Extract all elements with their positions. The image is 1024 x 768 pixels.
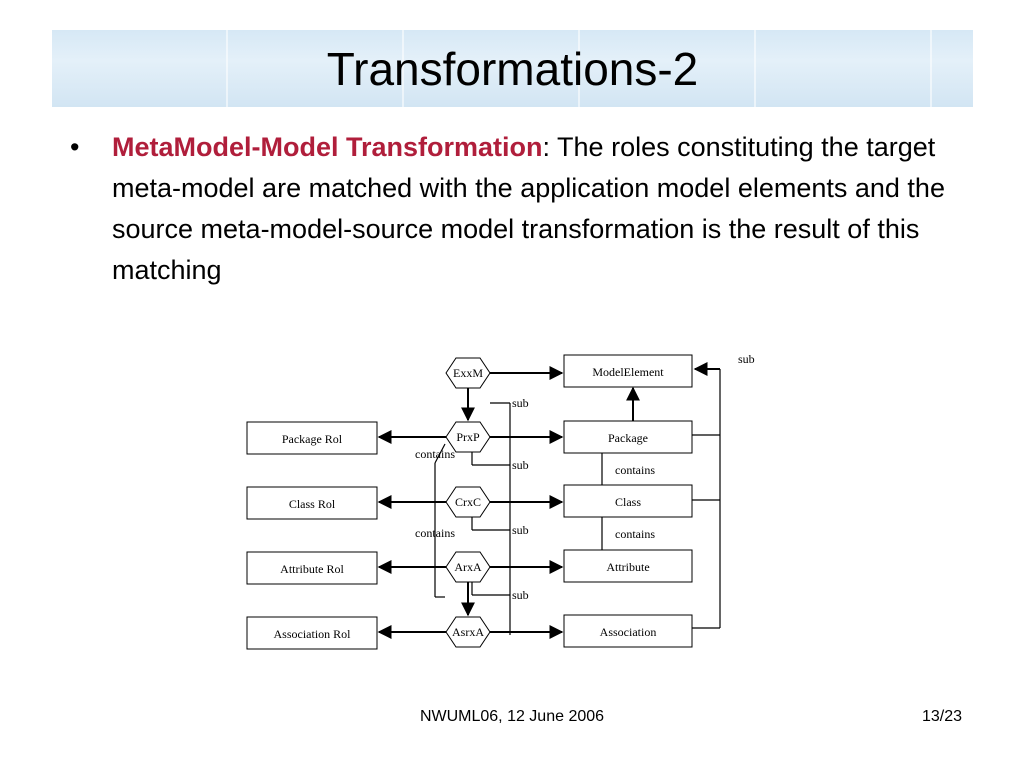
page-number: 13/23	[921, 708, 962, 725]
bullet-term: MetaModel-Model Transformation	[112, 132, 543, 162]
model-label: Class	[615, 495, 641, 509]
hex-label: AsrxA	[452, 625, 484, 639]
transformation-diagram: Package Rol Class Rol Attribute Rol Asso…	[246, 352, 755, 650]
bullet-point: • MetaModel-Model Transformation: The ro…	[70, 127, 970, 291]
connector-lines	[434, 369, 721, 635]
role-box	[246, 616, 378, 650]
role-label: Class Rol	[289, 497, 336, 511]
model-box	[563, 484, 693, 518]
model-box	[563, 354, 693, 388]
sub-label: sub	[738, 352, 755, 366]
contains-label: contains	[415, 447, 455, 461]
role-box	[246, 551, 378, 585]
bullet-text: : The roles constituting the target meta…	[112, 132, 945, 285]
edge-labels: sub sub sub sub sub contains contains co…	[415, 352, 755, 602]
model-box	[563, 420, 693, 454]
hex-label: CrxC	[455, 495, 481, 509]
hex-label: PrxP	[456, 430, 480, 444]
role-label: Attribute Rol	[280, 562, 344, 576]
mapping-arrows	[377, 366, 564, 639]
role-box	[246, 421, 378, 455]
hex-label: ArxA	[454, 560, 482, 574]
model-box	[563, 614, 693, 648]
role-box	[246, 486, 378, 520]
role-label: Association Rol	[274, 627, 352, 641]
bullet-marker: •	[70, 132, 80, 162]
model-label: Association	[600, 625, 657, 639]
model-boxes: ModelElement Package Class Attribute Ass…	[563, 354, 693, 648]
contains-label: contains	[615, 463, 655, 477]
model-label: Attribute	[606, 560, 649, 574]
slide-title: Transformations-2	[326, 42, 699, 95]
title-banner	[52, 30, 973, 107]
model-box	[563, 549, 693, 583]
bullet-body: MetaModel-Model Transformation: The role…	[112, 127, 970, 291]
model-label: ModelElement	[592, 365, 664, 379]
sub-label: sub	[512, 588, 529, 602]
sub-label: sub	[512, 458, 529, 472]
role-label: Package Rol	[282, 432, 343, 446]
footer-text: NWUML06, 12 June 2006	[419, 708, 605, 725]
contains-label: contains	[615, 527, 655, 541]
role-boxes: Package Rol Class Rol Attribute Rol Asso…	[246, 421, 378, 650]
sub-label: sub	[512, 523, 529, 537]
hex-label: ExxM	[453, 366, 483, 380]
model-label: Package	[608, 431, 648, 445]
sub-label: sub	[512, 396, 529, 410]
hexagons: ExxM PrxP CrxC ArxA AsrxA	[445, 357, 491, 648]
contains-label: contains	[415, 526, 455, 540]
